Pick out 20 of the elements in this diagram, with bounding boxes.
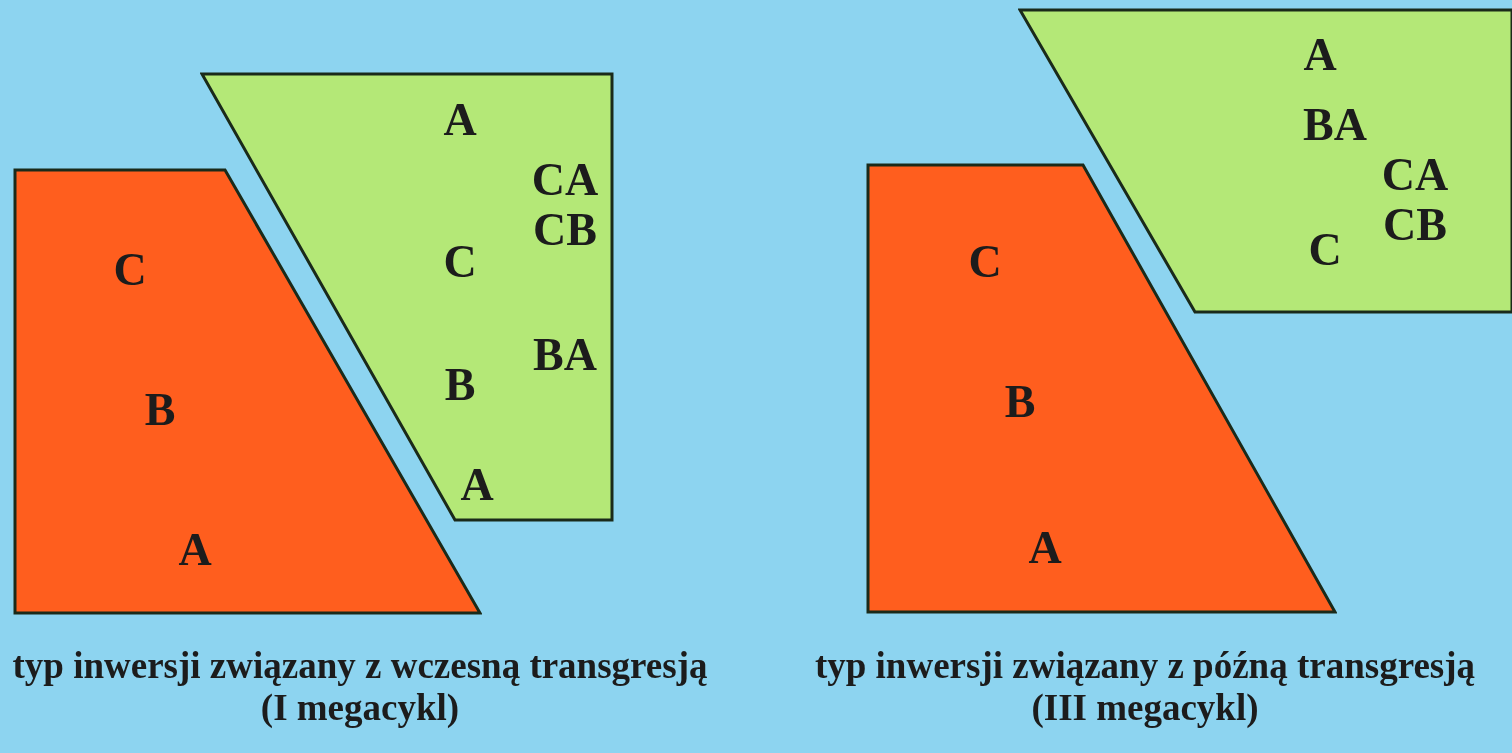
layer-letter: CA bbox=[531, 157, 599, 203]
layer-letter: C bbox=[968, 239, 1002, 285]
layer-letter: CB bbox=[1383, 202, 1447, 248]
layer-letter: A bbox=[1028, 525, 1062, 571]
layer-letter: C bbox=[113, 247, 147, 293]
layer-letter: A bbox=[178, 527, 212, 573]
layer-letter: B bbox=[1004, 379, 1036, 425]
layer-letter: B bbox=[144, 387, 176, 433]
layer-letter: BA bbox=[1303, 102, 1367, 148]
layer-letter: A bbox=[460, 462, 494, 508]
layer-letter: CB bbox=[533, 207, 597, 253]
layer-letter: CA bbox=[1381, 152, 1449, 198]
layer-letter: C bbox=[1308, 227, 1342, 273]
caption-text: typ inwersji związany z późną transgresją (III megacykl) bbox=[813, 645, 1477, 729]
caption-text: typ inwersji związany z wczesną transgresją (I megacykl) bbox=[11, 645, 709, 729]
layer-letter: B bbox=[444, 362, 476, 408]
layer-letter: A bbox=[443, 97, 477, 143]
layer-letter: BA bbox=[533, 332, 597, 378]
layer-letter: A bbox=[1303, 32, 1337, 78]
layer-letter: C bbox=[443, 239, 477, 285]
